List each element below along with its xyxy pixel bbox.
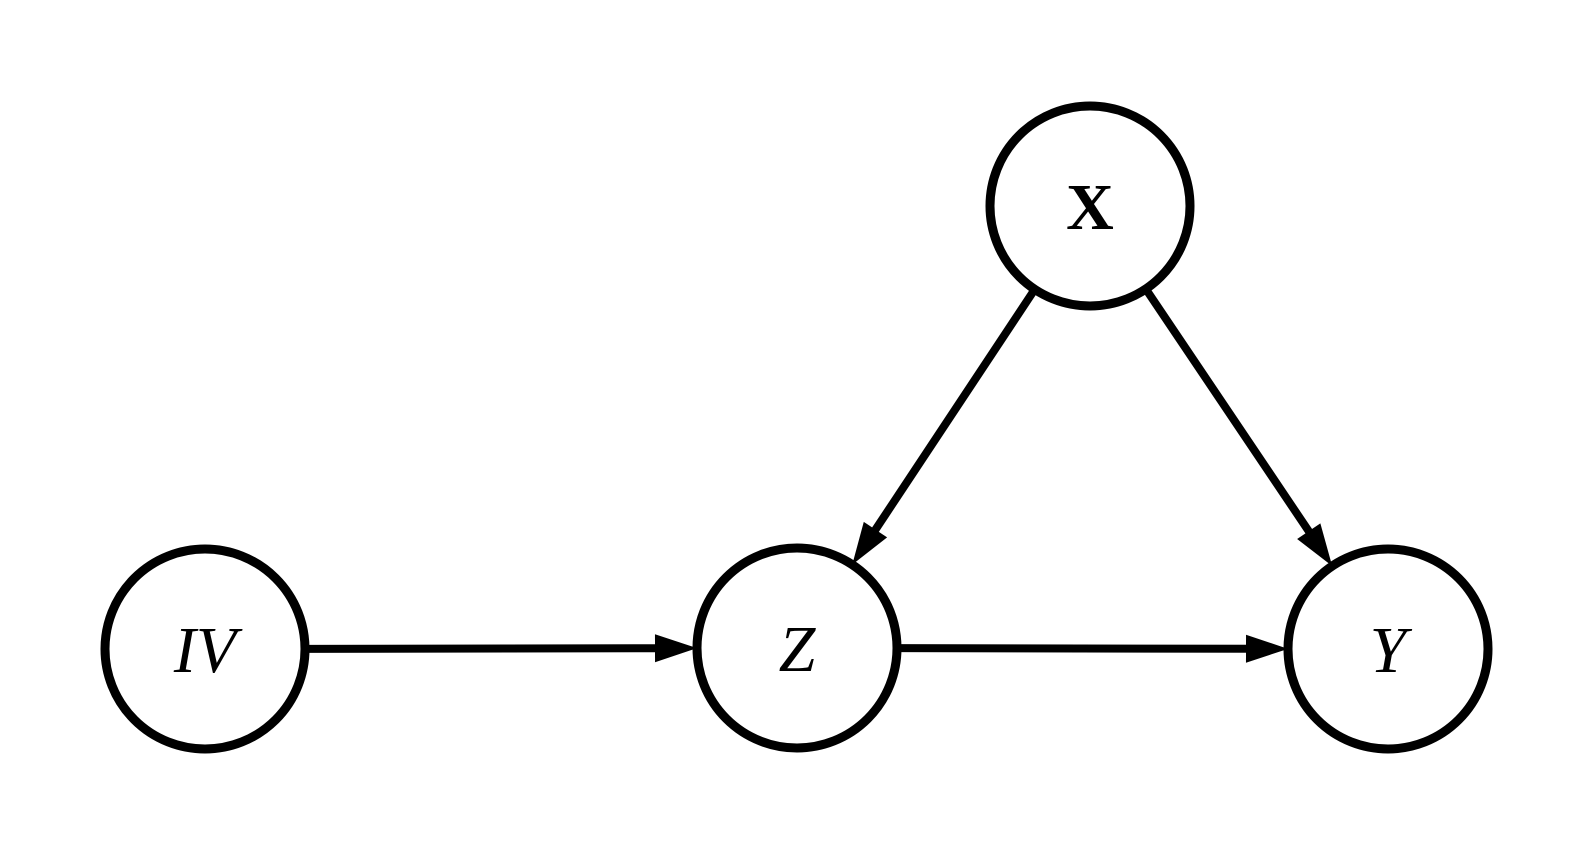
node-label-z: Z — [779, 613, 817, 686]
node-label-iv: IV — [173, 614, 243, 687]
edge-iv-to-z — [304, 644, 670, 653]
edge-z-to-y — [896, 644, 1261, 653]
arrowhead-iv-to-z — [654, 634, 698, 663]
node-label-x: X — [1066, 171, 1114, 244]
node-circle-y — [1283, 544, 1493, 754]
node-circle-x — [985, 101, 1195, 311]
arrowhead-x-to-y — [1297, 523, 1333, 567]
arrowhead-x-to-z — [852, 521, 888, 565]
edges-layer — [304, 286, 1333, 663]
arrowhead-z-to-y — [1245, 634, 1289, 663]
node-y: Y — [1283, 544, 1493, 754]
node-iv: IV — [100, 544, 310, 754]
node-circle-iv — [100, 544, 310, 754]
edge-x-to-y — [1142, 286, 1321, 546]
node-x: X — [985, 101, 1195, 311]
node-z: Z — [692, 543, 902, 753]
node-label-y: Y — [1370, 614, 1413, 687]
nodes-layer: IV X Z Y — [100, 101, 1493, 754]
node-circle-z — [692, 543, 902, 753]
edge-x-to-z — [864, 287, 1039, 545]
